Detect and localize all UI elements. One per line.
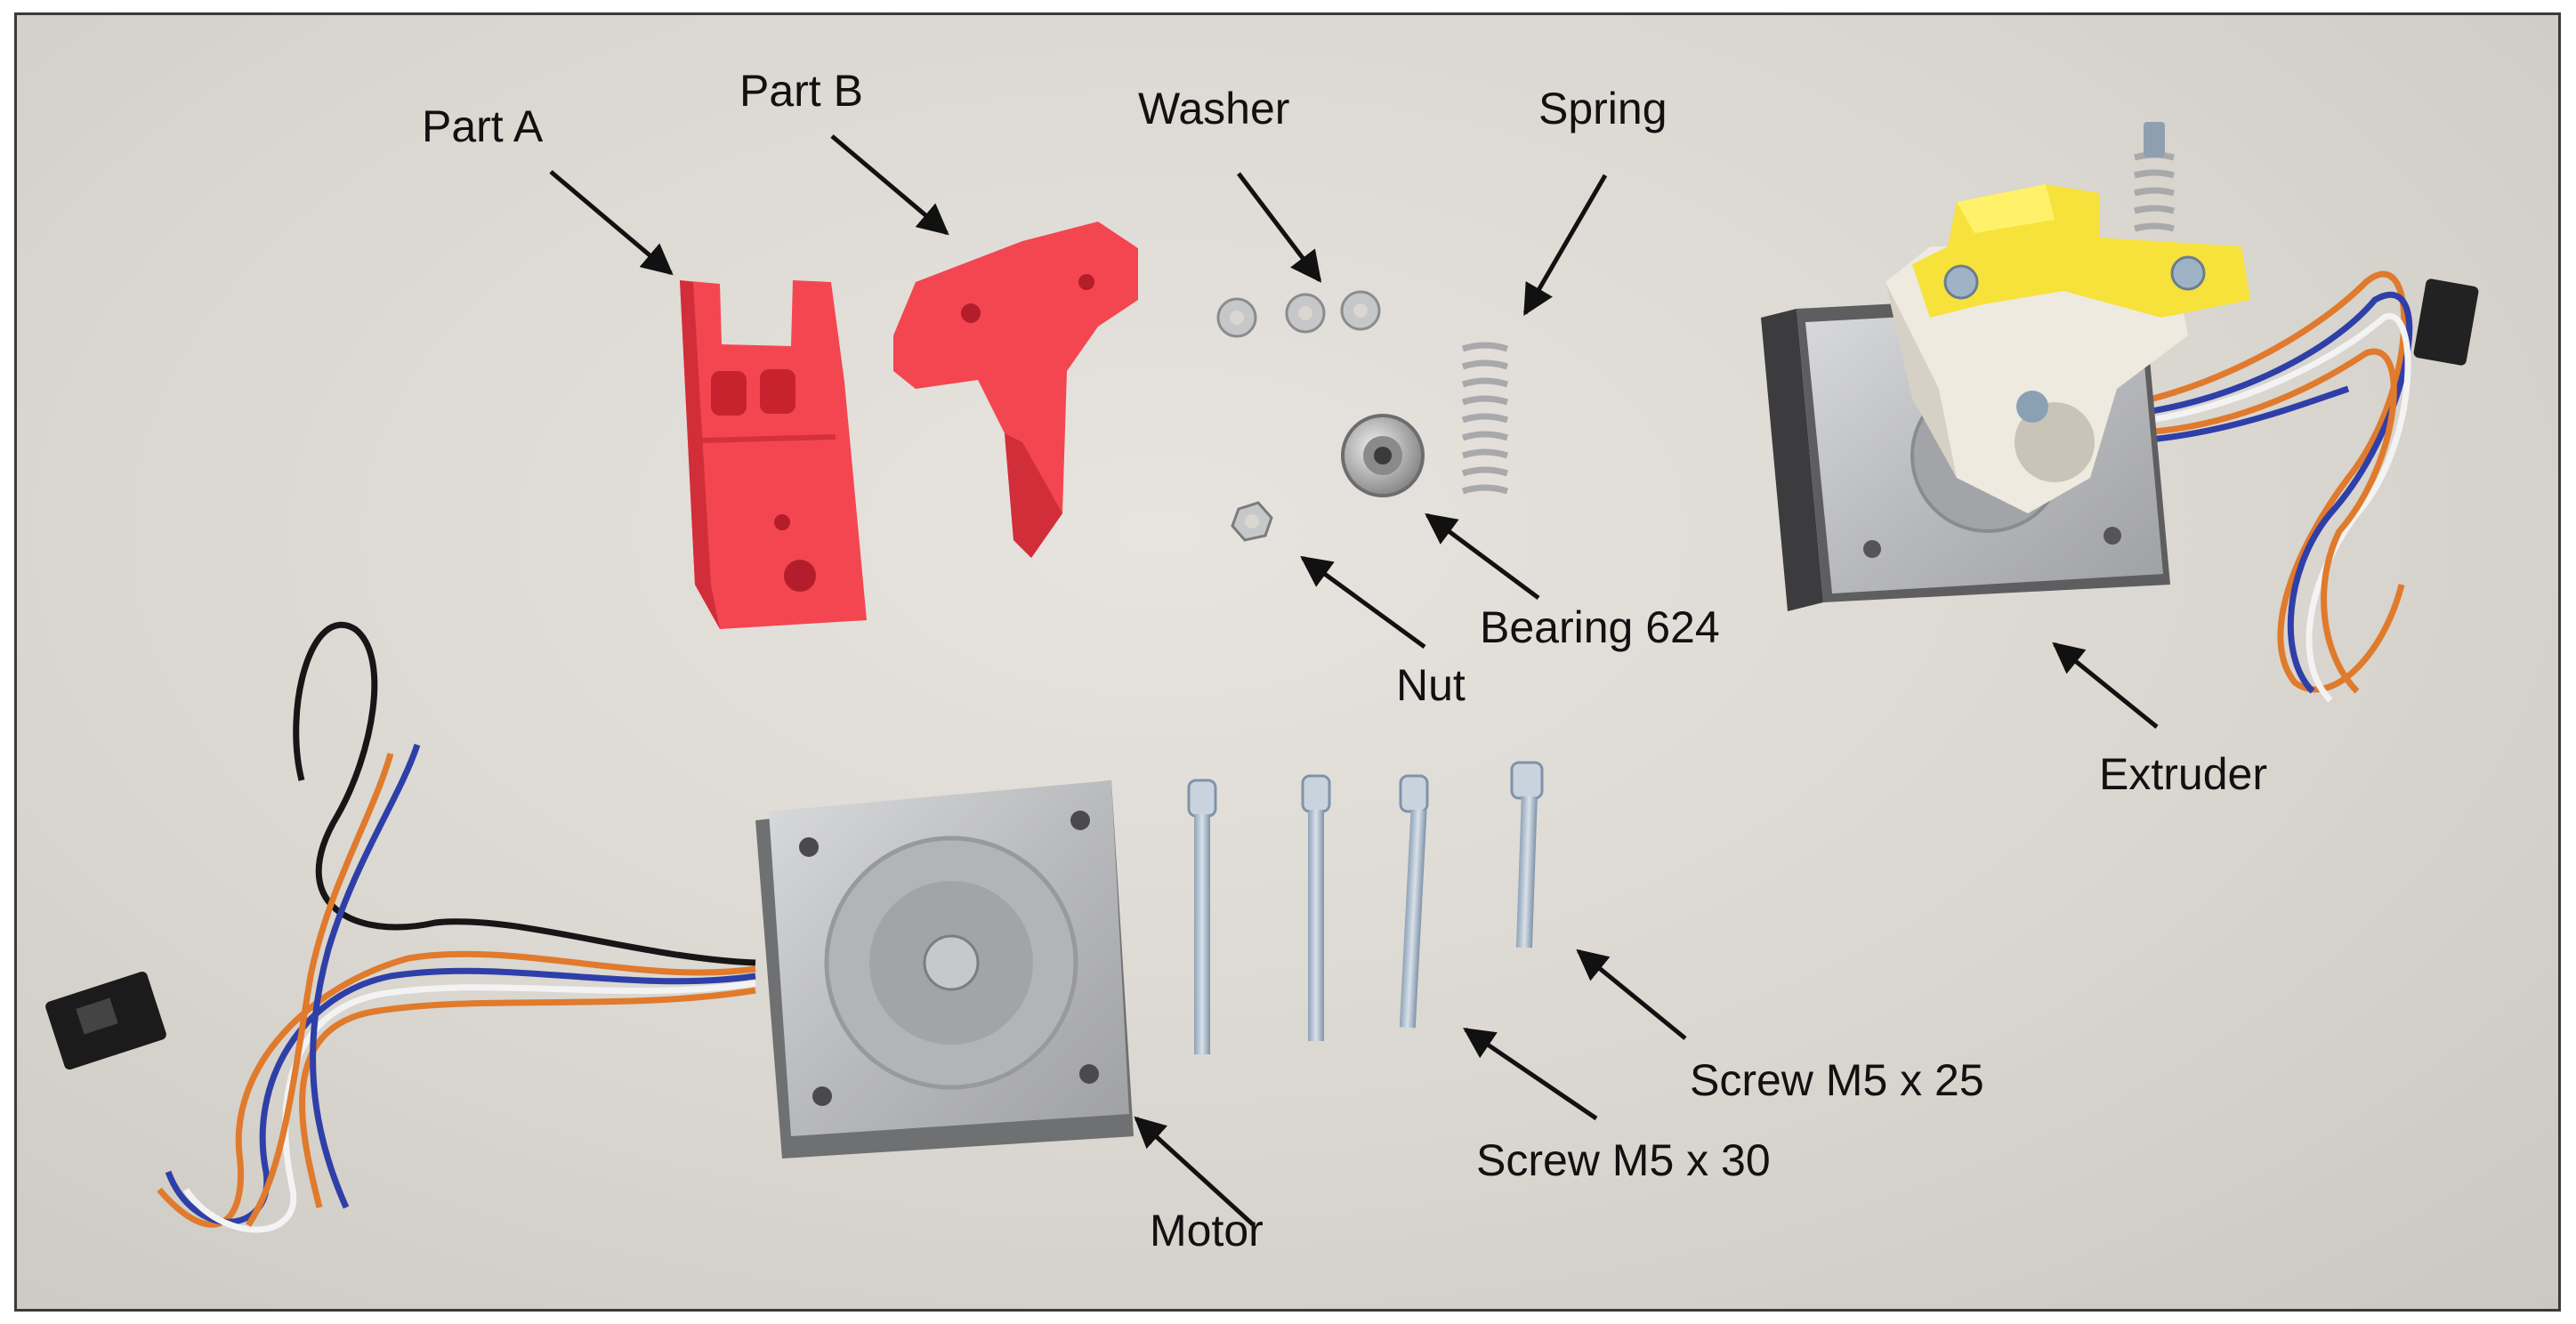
bearing-624: [1341, 414, 1425, 497]
part-a-arrow: [549, 170, 674, 276]
part-a-label: Part A: [422, 101, 544, 151]
screw-m5x25-arrow: [1576, 949, 1687, 1040]
extruder-label: Extruder: [2099, 749, 2267, 799]
part-b-label: Part B: [739, 66, 863, 116]
extruder: [1761, 122, 2479, 703]
nut-arrow: [1300, 555, 1426, 650]
callout-arrows: [549, 134, 2159, 1227]
screw-m5x25-label: Screw M5 x 25: [1690, 1055, 1984, 1105]
screw-m5x30-label: Screw M5 x 30: [1476, 1135, 1771, 1185]
bearing-624-label: Bearing 624: [1480, 602, 1720, 652]
washer-arrow: [1237, 172, 1322, 283]
nut: [1231, 501, 1273, 542]
motor: [45, 621, 1134, 1233]
bearing-arrow: [1425, 513, 1540, 601]
motor-arrow: [1134, 1116, 1256, 1227]
spring-label: Spring: [1538, 84, 1668, 133]
screws: [1187, 761, 1544, 1054]
extruder-arrow: [2052, 642, 2159, 729]
part-b-arrow: [830, 134, 949, 236]
nut-label: Nut: [1396, 660, 1466, 710]
screw-m5x30-arrow: [1463, 1027, 1598, 1121]
washer-label: Washer: [1138, 84, 1290, 133]
spring: [1461, 342, 1509, 495]
part-b: [893, 222, 1138, 558]
washers: [1216, 290, 1381, 338]
motor-label: Motor: [1150, 1206, 1264, 1255]
part-a: [680, 280, 867, 629]
photo-scene: [45, 122, 2479, 1233]
photo: Part A Part B Washer Spring Bearing 624 …: [14, 12, 2561, 1312]
spring-arrow: [1522, 174, 1608, 317]
